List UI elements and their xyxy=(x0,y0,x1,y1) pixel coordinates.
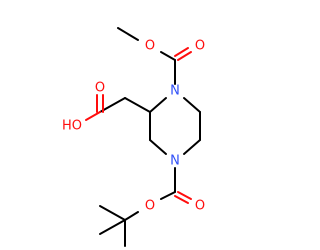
bond-carbonyl-double-b xyxy=(174,47,189,57)
bond-n4-c5 xyxy=(183,139,201,155)
bond-o-ester-methyl xyxy=(117,27,139,41)
methyl-carbamate-group xyxy=(117,27,192,85)
bond-o-tbutyl-c xyxy=(124,211,139,221)
atom-o-acid-carbonyl: O xyxy=(95,81,105,96)
atom-o-acid-hydroxyl: HO xyxy=(62,119,82,134)
acetic-acid-side-chain xyxy=(85,94,151,121)
atom-n4: N xyxy=(170,154,180,169)
bond-boc-carbonyl-a xyxy=(177,191,192,200)
molecule-structure-diagram: N N O O O HO O O xyxy=(62,27,205,247)
bond-carbonyl-double-a xyxy=(177,51,192,61)
atom-o-carbonyl-top: O xyxy=(195,39,205,54)
bond-n1-c2 xyxy=(149,97,167,113)
atom-n1: N xyxy=(170,84,180,99)
bond-carbonyl-c-o-ester xyxy=(160,51,176,61)
bond-c3-n4 xyxy=(149,139,167,155)
bond-tbutyl-me3 xyxy=(99,219,126,235)
bond-tbutyl-me2 xyxy=(99,205,126,221)
bond-boc-carbonyl-b xyxy=(174,195,189,204)
atom-o-boc-carbonyl: O xyxy=(195,199,205,214)
bond-ch2-cooh xyxy=(99,97,126,113)
atom-o-boc-ester: O xyxy=(145,199,155,214)
piperazine-ring xyxy=(149,97,201,155)
bond-c6-n1 xyxy=(183,97,201,113)
boc-group xyxy=(99,167,192,247)
bond-acid-hydroxyl xyxy=(85,111,101,121)
bond-boc-c-o xyxy=(160,191,176,200)
bond-c2-ch2 xyxy=(124,97,151,113)
atom-o-ester-top: O xyxy=(145,39,155,54)
